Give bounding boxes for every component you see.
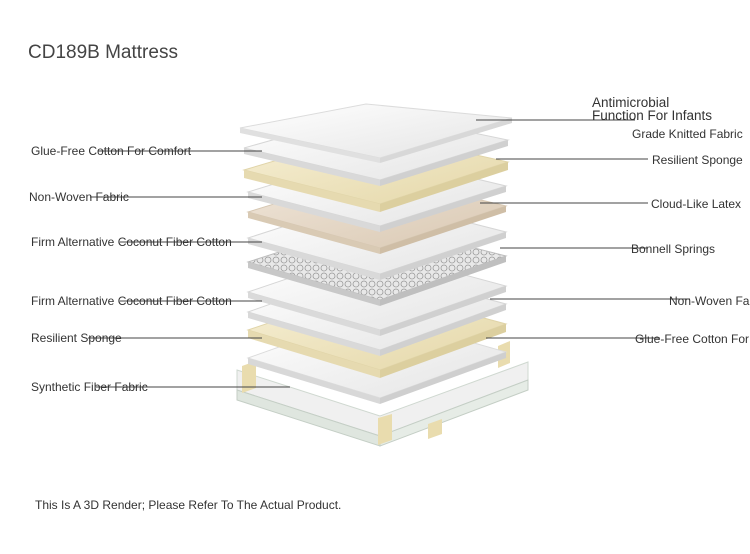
label-non-woven-fabric: Non-Woven Fabric: [29, 190, 129, 204]
layer-knitted-fabric-top: [239, 103, 513, 163]
label-antimicrobial: Antimicrobial Function For Infants: [592, 95, 713, 123]
label-glue-free-cotton: Glue-Free Cotton For Comfort: [31, 144, 192, 158]
left-leader-lines: [88, 150, 290, 388]
page-title: CD189B Mattress: [28, 42, 178, 63]
label-glue-free-cotton-right: Glue-Free Cotton For C: [635, 332, 750, 346]
label-bonnell-springs: Bonnell Springs: [631, 242, 716, 256]
layer-synthetic-fiber-base: [236, 341, 529, 447]
label-resilient-sponge-right: Resilient Sponge: [652, 153, 743, 167]
label-non-woven-right: Non-Woven Fab: [669, 294, 750, 308]
label-cloud-like-latex: Cloud-Like Latex: [651, 197, 742, 211]
right-leader-lines: [476, 119, 690, 339]
render-disclaimer: This Is A 3D Render; Please Refer To The…: [35, 498, 342, 512]
label-coconut-fiber-lower: Firm Alternative Coconut Fiber Cotton: [31, 294, 232, 308]
label-resilient-sponge-left: Resilient Sponge: [31, 331, 122, 345]
label-coconut-fiber-upper: Firm Alternative Coconut Fiber Cotton: [31, 235, 232, 249]
label-knitted-fabric: Grade Knitted Fabric: [632, 127, 743, 141]
label-synthetic-fiber-fabric: Synthetic Fiber Fabric: [31, 380, 148, 394]
